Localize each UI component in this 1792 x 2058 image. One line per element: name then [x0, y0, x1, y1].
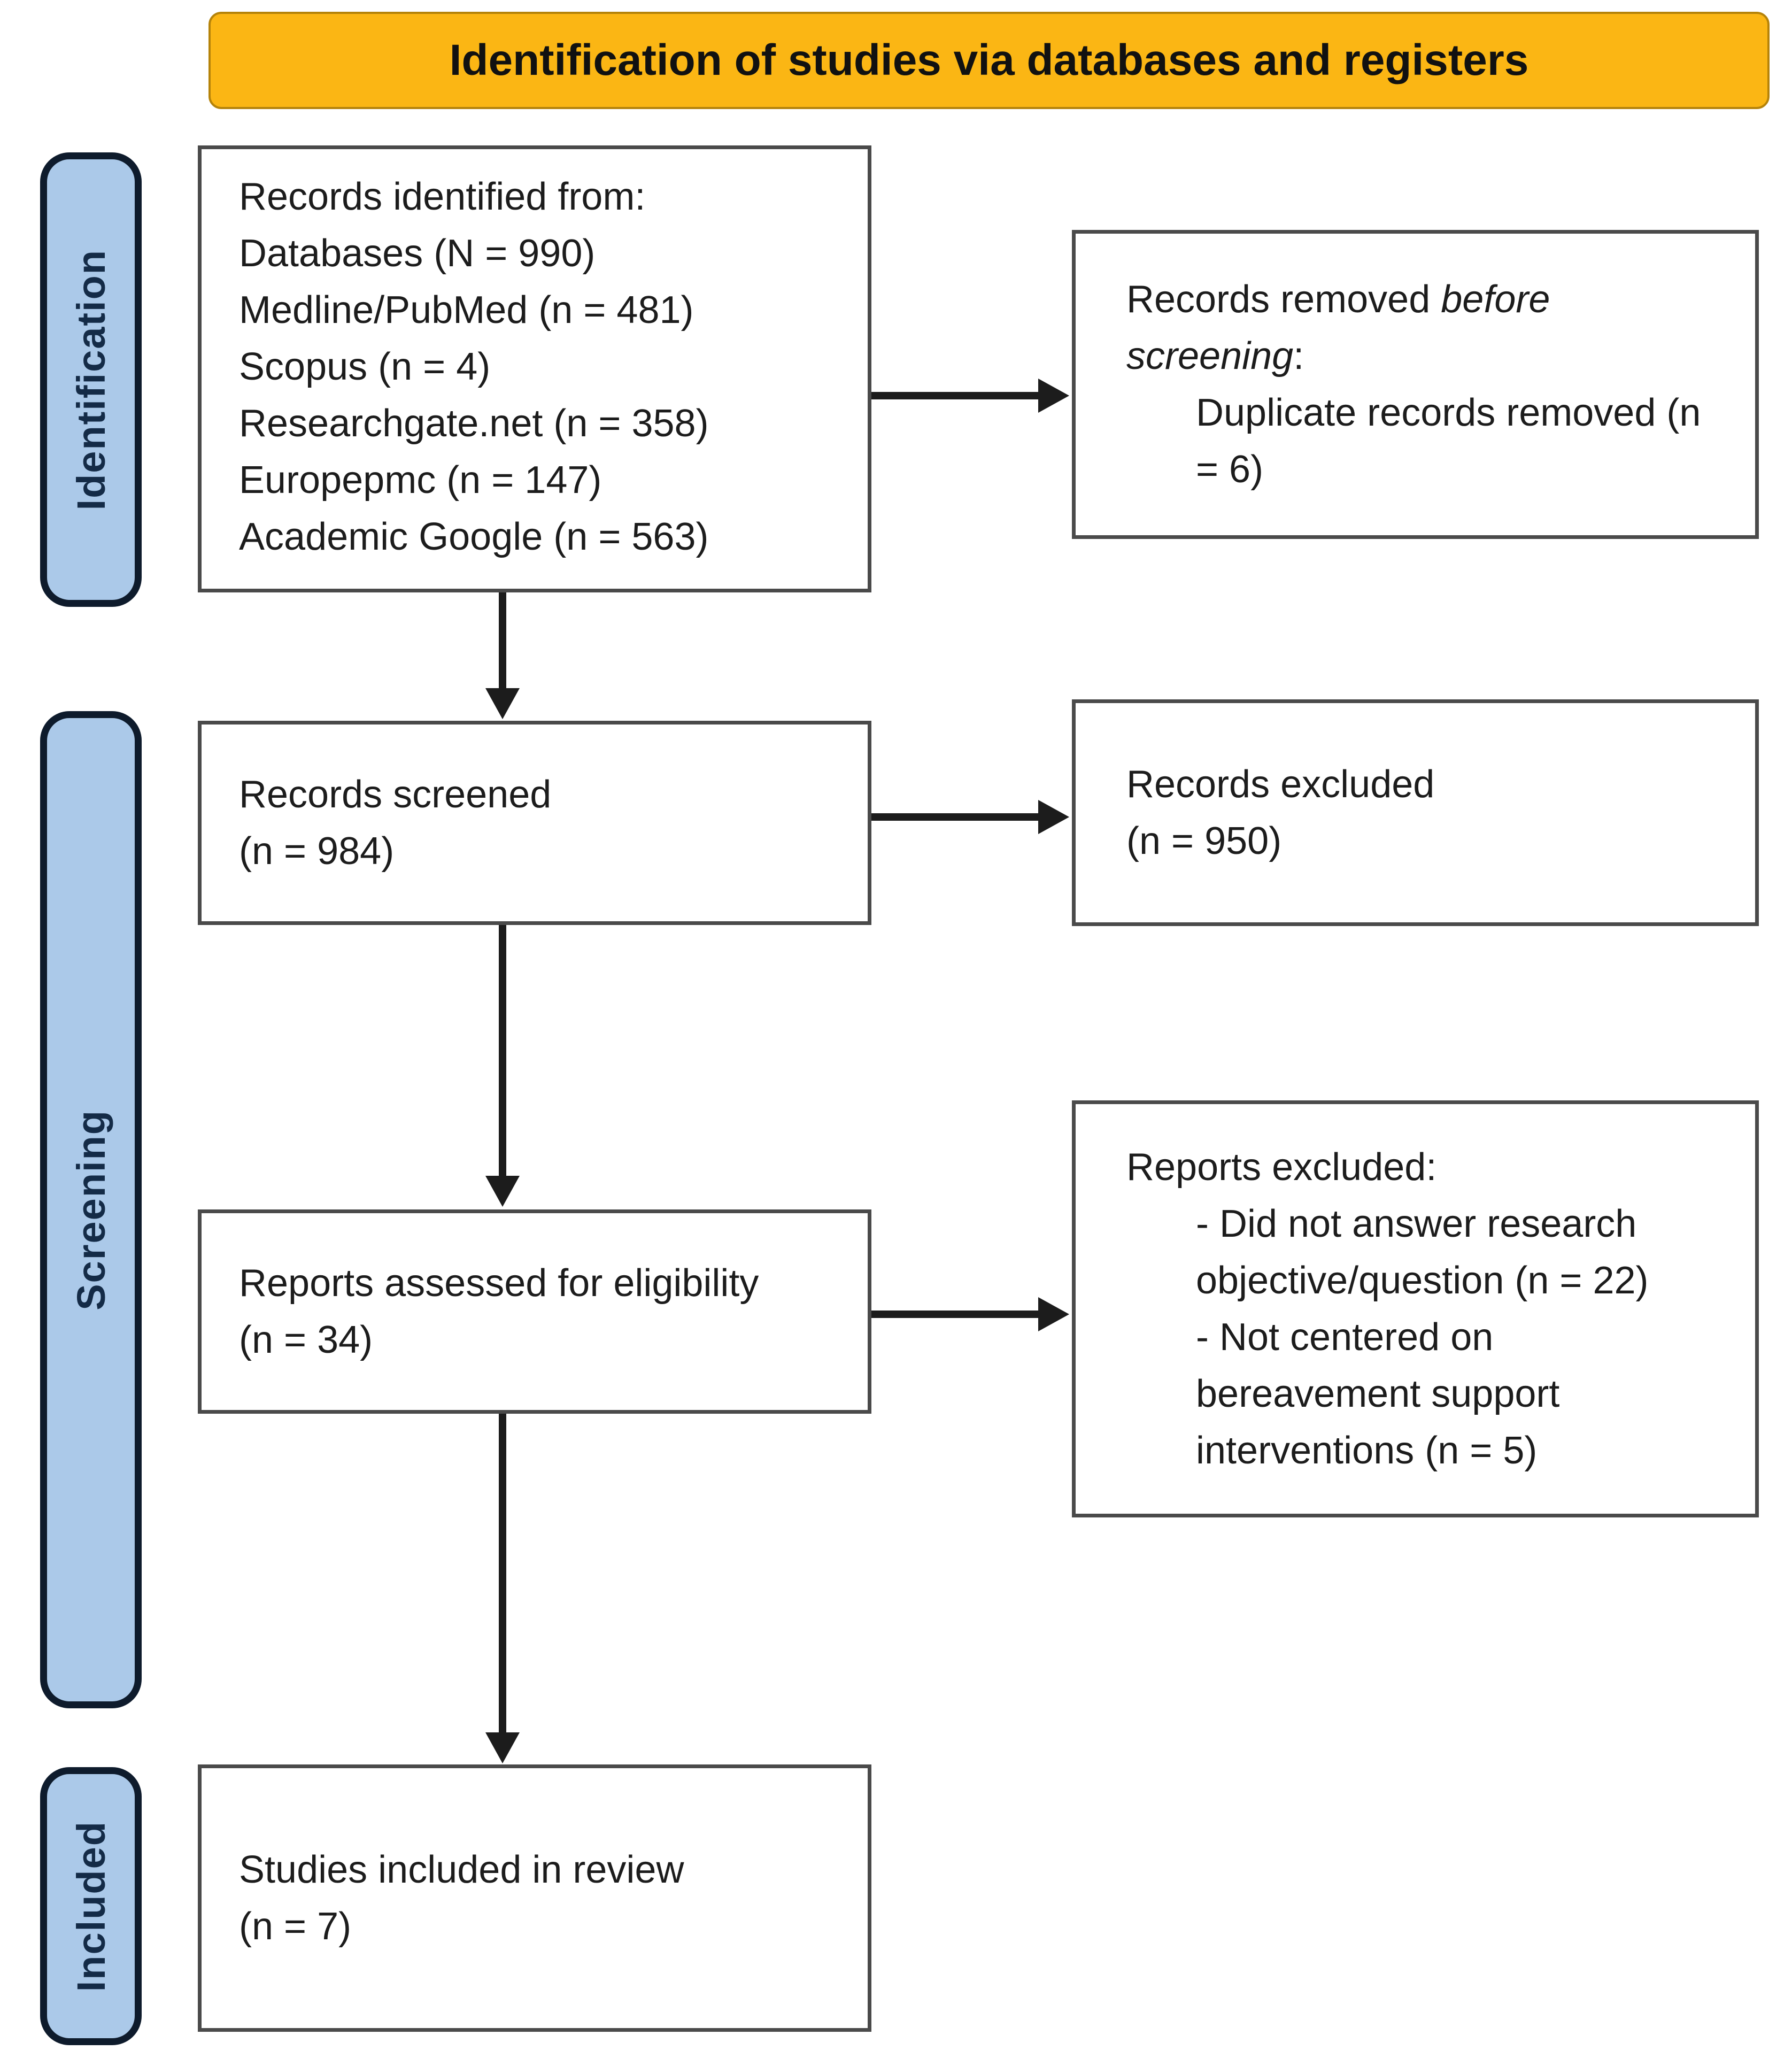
stage-label-included: Included — [40, 1767, 142, 2045]
text-line: Reports excluded: — [1126, 1146, 1437, 1189]
header-title: Identification of studies via databases … — [449, 36, 1529, 84]
arrow-down-icon — [485, 1732, 520, 1763]
arrow-identified-to-screened-line — [499, 592, 506, 690]
arrow-right-icon — [1038, 379, 1069, 413]
text-line: bereavement support — [1196, 1373, 1560, 1415]
box-records-removed-before-screening: Records removed before screening: Duplic… — [1072, 230, 1759, 539]
header-banner: Identification of studies via databases … — [208, 12, 1770, 109]
text-line: = 6) — [1196, 448, 1264, 491]
arrow-assessed-to-included-line — [499, 1414, 506, 1735]
text-line: screening: — [1126, 328, 1744, 384]
text-line: Records removed before — [1126, 271, 1744, 328]
text-line: - Not centered on — [1196, 1316, 1494, 1359]
text-segment-italic: before — [1441, 278, 1550, 321]
text-segment-italic: screening — [1126, 335, 1294, 377]
text-line: (n = 950) — [1126, 820, 1282, 862]
text-line: (n = 7) — [239, 1905, 352, 1948]
arrow-right-icon — [1038, 1297, 1069, 1331]
text-line: Reports assessed for eligibility — [239, 1262, 759, 1305]
arrow-down-icon — [485, 688, 520, 719]
text-line: Records identified from: — [239, 175, 646, 218]
stage-label-screening: Screening — [40, 711, 142, 1708]
arrow-assessed-to-reports-excluded-line — [871, 1311, 1040, 1318]
arrow-identified-to-removed-line — [871, 392, 1040, 399]
box-reports-assessed: Reports assessed for eligibility (n = 34… — [198, 1209, 871, 1414]
text-line: Databases (N = 990) — [239, 232, 596, 275]
text-line: objective/question (n = 22) — [1196, 1259, 1649, 1302]
box-records-excluded: Records excluded (n = 950) — [1072, 699, 1759, 926]
text-line: Researchgate.net (n = 358) — [239, 402, 709, 445]
text-line: Duplicate records removed (n — [1196, 391, 1701, 434]
text-line: interventions (n = 5) — [1196, 1429, 1538, 1472]
arrow-right-icon — [1038, 800, 1069, 834]
stage-label-identification-text: Identification — [68, 249, 113, 511]
text-line: Academic Google (n = 563) — [239, 515, 709, 558]
text-line: - Did not answer research — [1196, 1203, 1637, 1245]
text-segment: Records removed — [1126, 278, 1441, 321]
arrow-screened-to-assessed-line — [499, 925, 506, 1177]
text-line: Studies included in review — [239, 1848, 684, 1891]
stage-label-identification: Identification — [40, 152, 142, 607]
box-records-screened: Records screened (n = 984) — [198, 721, 871, 925]
text-line: Europepmc (n = 147) — [239, 459, 602, 502]
text-line: Records excluded — [1126, 763, 1435, 806]
box-studies-included: Studies included in review (n = 7) — [198, 1764, 871, 2032]
box-reports-excluded: Reports excluded: - Did not answer resea… — [1072, 1100, 1759, 1517]
text-line: Records screened — [239, 773, 552, 816]
text-segment: : — [1293, 335, 1304, 377]
text-line: (n = 34) — [239, 1319, 373, 1361]
box-records-identified: Records identified from: Databases (N = … — [198, 145, 871, 592]
arrow-screened-to-excluded-line — [871, 813, 1040, 821]
stage-label-screening-text: Screening — [68, 1109, 113, 1311]
text-line: Scopus (n = 4) — [239, 345, 491, 388]
arrow-down-icon — [485, 1176, 520, 1207]
text-line: Medline/PubMed (n = 481) — [239, 289, 694, 332]
text-line: (n = 984) — [239, 830, 395, 873]
stage-label-included-text: Included — [68, 1820, 113, 1992]
